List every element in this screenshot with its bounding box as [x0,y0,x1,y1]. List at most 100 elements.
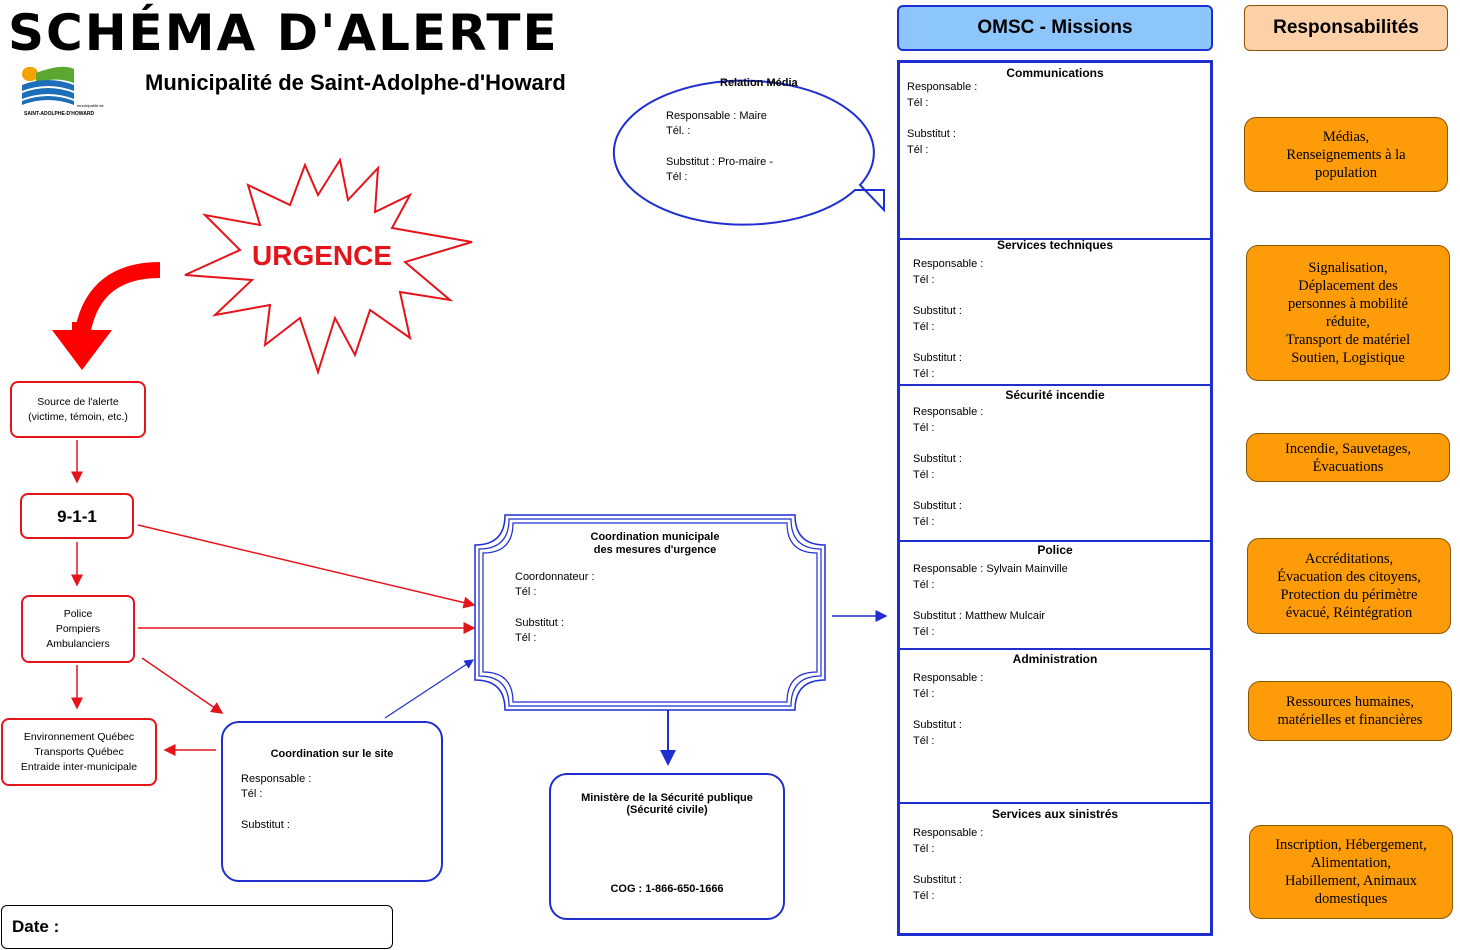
ministere-title1: Ministère de la Sécurité publique [581,792,753,804]
relation-media-tel2: Tél : [666,171,688,183]
resp-line: domestiques [1314,891,1388,907]
mission-row: Tél : [913,842,935,855]
mission-row: Substitut : [907,128,956,140]
site-tel: Tél : [241,788,263,800]
resp-line: Alimentation, [1310,855,1392,871]
site-responsable: Responsable : [241,773,312,785]
resp-line: Incendie, Sauvetages, [1284,440,1412,457]
services-line1: Police [63,607,93,620]
date-field[interactable]: Date : [1,905,393,949]
coordination-coordonnateur: Coordonnateur : [515,571,595,583]
resp-line: Évacuation des citoyens, [1277,569,1421,585]
mission-row: Tél : [913,273,935,286]
partners-line3: Entraide inter-municipale [20,760,138,773]
coordination-title2: des mesures d'urgence [593,544,717,556]
mission-row: Responsable : [913,406,984,418]
mission-row: Responsable : [913,827,984,839]
date-label: Date : [12,917,60,936]
mission-title: Communications [1006,66,1104,80]
mission-row: Substitut : Matthew Mulcair [913,610,1046,622]
source-line2: (victime, témoin, etc.) [28,410,128,423]
coordination-substitut: Substitut : [515,617,564,629]
responsabilite-securite-incendie: Incendie, Sauvetages,Évacuations [1246,433,1450,482]
mission-communications: Communications Responsable : Tél : Subst… [900,63,1210,240]
source-alerte-box: Source de l'alerte (victime, témoin, etc… [10,381,146,438]
label-911: 9-1-1 [57,506,97,526]
responsabilites-header: Responsabilités [1244,5,1448,51]
mission-row: Substitut : [913,874,962,886]
services-line2: Pompiers [55,622,101,635]
page-title: SCHÉMA D'ALERTE [8,4,559,62]
coordination-tel2: Tél : [515,632,537,644]
resp-line: matérielles et financières [1277,712,1423,728]
coordination-title1: Coordination municipale [590,531,720,543]
services-line3: Ambulanciers [46,637,110,650]
mission-row: Tél : [913,687,935,700]
resp-line: Médias, [1322,128,1370,145]
missions-column: Communications Responsable : Tél : Subst… [897,60,1213,936]
relation-media-title: Relation Média [720,77,798,89]
resp-line: Soutien, Logistique [1291,350,1405,366]
mission-row: Tél : [907,96,929,109]
relation-media-content: Relation Média Responsable : Maire Tél. … [666,76,856,185]
urgence-arrow [72,262,161,338]
resp-line: Inscription, Hébergement, [1275,837,1427,853]
mission-row: Tél : [913,625,935,638]
mission-services-techniques: Services techniques Responsable : Tél : … [900,238,1210,386]
mission-title: Police [1037,543,1073,557]
ministere-cog: COG : 1-866-650-1666 [610,883,724,895]
coordination-frame [474,514,826,711]
mission-row: Substitut : [913,453,962,465]
relation-media-tel1: Tél. : [666,125,691,137]
ministere-box: Ministère de la Sécurité publique (Sécur… [549,773,785,920]
mission-row: Substitut : [913,305,962,317]
mission-row: Responsable : [913,258,984,270]
mission-police: Police Responsable : Sylvain Mainville T… [900,540,1210,650]
mission-row: Tél : [913,889,935,902]
mission-row: Tél : [907,143,929,156]
mission-row: Tél : [913,515,935,528]
partners-line1: Environnement Québec [23,730,135,743]
resp-line: réduite, [1326,314,1370,330]
missions-header: OMSC - Missions [897,5,1213,51]
resp-line: Protection du périmètre [1280,587,1418,603]
site-substitut: Substitut : [241,819,290,831]
responsabilite-services-sinistres: Inscription, Hébergement,Alimentation,Ha… [1249,825,1453,919]
mission-title: Services aux sinistrés [991,807,1119,821]
resp-line: Ressources humaines, [1285,694,1415,710]
mission-row: Tél : [913,578,935,591]
mission-row: Tél : [913,367,935,380]
site-coordination-box: Coordination sur le site Responsable : T… [221,721,443,882]
resp-line: personnes à mobilité [1287,296,1408,312]
source-line1: Source de l'alerte [37,395,119,408]
mission-row: Responsable : Sylvain Mainville [913,563,1068,575]
site-title: Coordination sur le site [270,748,394,760]
mission-row: Tél : [913,320,935,333]
resp-line: Renseignements à la [1286,146,1406,163]
mission-administration: Administration Responsable : Tél : Subst… [900,648,1210,804]
coordination-tel1: Tél : [515,586,537,598]
municipality-logo: municipalité de SAINT-ADOLPHE-D'HOWARD [22,65,130,121]
mission-row: Substitut : [913,719,962,731]
box-911: 9-1-1 [20,493,134,539]
mission-row: Responsable : [913,672,984,684]
mission-row: Tél : [913,734,935,747]
services-box: Police Pompiers Ambulanciers [21,595,135,663]
mission-services-sinistres: Services aux sinistrés Responsable : Tél… [900,802,1210,933]
urgence-starburst [184,157,473,376]
relation-media-responsable: Responsable : Maire [666,110,767,122]
resp-line: Déplacement des [1298,278,1398,294]
responsabilite-administration: Ressources humaines, matérielles et finan… [1248,681,1452,741]
resp-line: Transport de matériel [1285,332,1411,348]
coordination-content: Coordination municipale des mesures d'ur… [505,530,805,646]
mission-row: Tél : [913,421,935,434]
urgence-label: URGENCE [252,240,393,271]
page-subtitle: Municipalité de Saint-Adolphe-d'Howard [145,70,566,95]
mission-row: Substitut : [913,352,962,364]
ministere-title2: (Sécurité civile) [626,804,708,816]
mission-row: Substitut : [913,500,962,512]
resp-line: Évacuations [1312,458,1384,475]
logo-small-text: municipalité de [77,103,104,108]
